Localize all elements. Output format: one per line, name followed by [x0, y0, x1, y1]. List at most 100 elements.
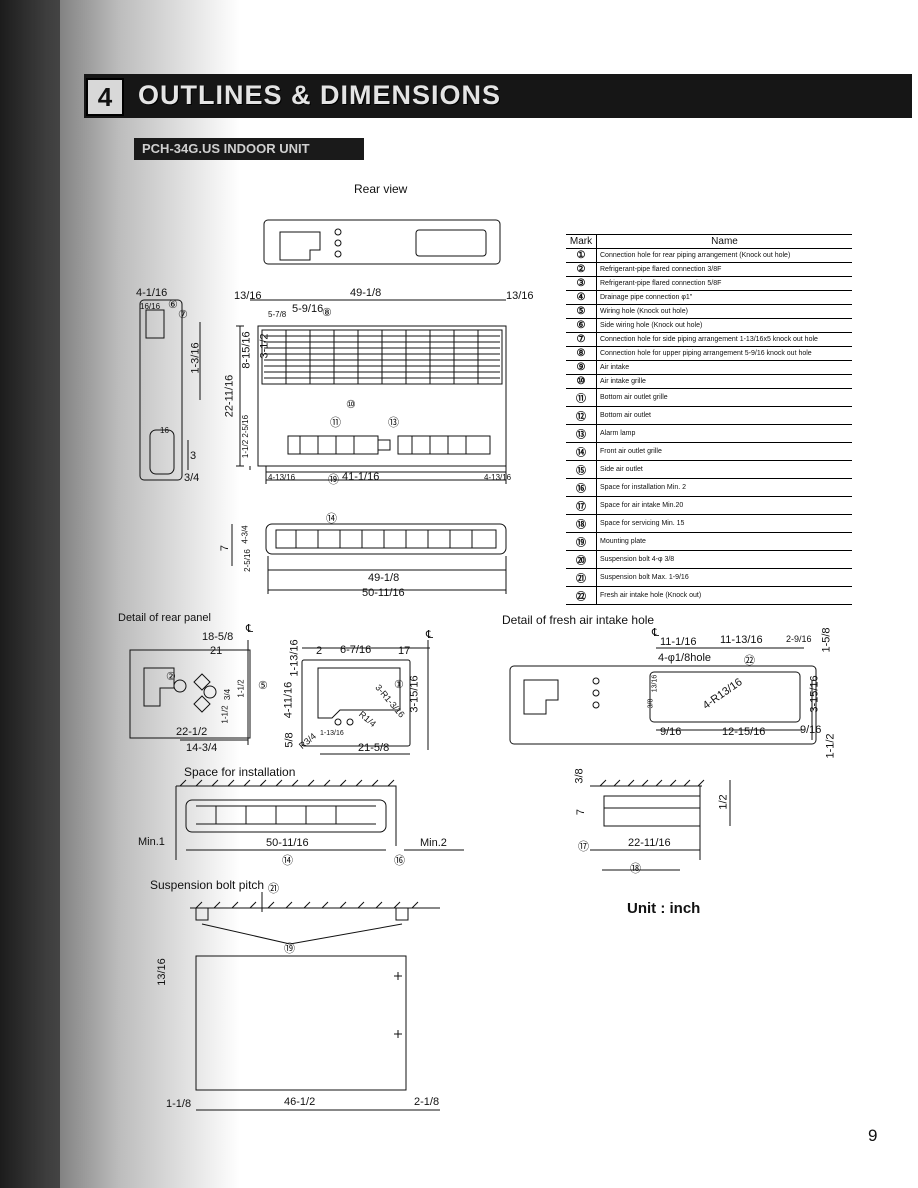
dim-install-min1: Min.1: [138, 836, 165, 848]
mark-5-panel: ⑤: [258, 680, 268, 692]
dim-fresh-3-15-16: 3-15/16: [808, 675, 821, 713]
front-view: [231, 523, 507, 594]
legend-mark: ⑩: [566, 374, 597, 389]
dim-panel-1-13-16: 1-13/16: [288, 639, 301, 677]
legend-name: Air intake grille: [596, 374, 852, 389]
fresh-air-title: Detail of fresh air intake hole: [502, 613, 655, 627]
mark-17-side: ⑰: [578, 841, 589, 853]
legend-name: Air intake: [596, 360, 852, 375]
dim-rear-bottom-offset: 1-1/2 2-5/16: [241, 414, 251, 459]
dim-suspension-46-1-2: 46-1/2: [284, 1096, 316, 1108]
dim-rear-right: 13/16: [506, 290, 534, 302]
mark-22-fresh: ㉒: [744, 655, 755, 667]
dim-panel-2: 2: [316, 645, 323, 657]
dim-suspension-13-16: 13/16: [155, 958, 168, 986]
rear-panel-title: Detail of rear panel: [118, 612, 211, 624]
dim-side-3: 3: [190, 450, 197, 462]
legend-mark: ⑯: [566, 478, 597, 497]
legend-name: Space for air intake Min.20: [596, 496, 852, 515]
dim-fresh-1-5-8: 1-5/8: [820, 627, 833, 653]
dim-rear-bottom-width: 41-1/16: [342, 471, 380, 483]
centerline-mark-center: ℄: [426, 629, 434, 641]
legend-name: Alarm lamp: [596, 424, 852, 443]
legend-name: Bottom air outlet grille: [596, 388, 852, 407]
dim-side-16: 16: [160, 426, 169, 435]
legend-mark: ⑥: [566, 318, 597, 333]
rear-view-title: Rear view: [354, 182, 408, 196]
legend-mark: ⑦: [566, 332, 597, 347]
legend-mark: ⑨: [566, 360, 597, 375]
legend-mark: ⑧: [566, 346, 597, 361]
mark-14-front: ⑭: [326, 513, 337, 525]
legend-name: Side air outlet: [596, 460, 852, 479]
legend-mark: ⑰: [566, 496, 597, 515]
dim-side-space-1-2: 1/2: [717, 794, 730, 810]
suspension-bolt-pitch: [190, 892, 440, 1111]
fresh-air-detail: [509, 647, 817, 745]
legend-mark: ③: [566, 276, 597, 291]
dim-fresh-3-8: 3/8: [647, 698, 655, 709]
dim-fresh-12-15-16: 12-15/16: [722, 726, 766, 738]
dim-fresh-11-13-16: 11-13/16: [720, 634, 763, 646]
dim-rear-3-1-2: 3-1/2: [258, 333, 271, 359]
dim-fresh-11-1-16: 11-1/16: [660, 636, 697, 648]
rear-view-top-plate: [263, 219, 501, 265]
dim-panel-6-7-16: 6-7/16: [340, 644, 372, 656]
dim-front-4-3-4: 4-3/4: [240, 525, 250, 544]
dim-side-space-3-8: 3/8: [573, 768, 586, 784]
legend-mark: ⑮: [566, 460, 597, 479]
mark-14-install: ⑭: [282, 855, 293, 867]
dim-panel-5-8: 5/8: [283, 732, 296, 748]
unit-note: Unit : inch: [627, 900, 701, 917]
dim-side-3-4: 3/4: [184, 472, 200, 484]
dim-panel-21-5-8: 21-5/8: [358, 742, 390, 754]
dim-panel-17: 17: [398, 645, 411, 657]
centerline-mark-fresh: ℄: [652, 627, 660, 639]
legend-name: Mounting plate: [596, 532, 852, 551]
dim-front-2-5-16: 2-5/16: [242, 549, 252, 572]
legend-mark: ⑪: [566, 388, 597, 407]
dim-install-width: 50-11/16: [266, 837, 309, 849]
legend-header-row: Mark Name: [566, 234, 852, 249]
dim-side-1-3-16: 1-3/16: [189, 342, 202, 374]
legend-mark: ②: [566, 262, 597, 277]
side-space: [590, 779, 731, 871]
legend-name: Connection hole for side piping arrangem…: [596, 332, 852, 347]
legend-mark: ⑱: [566, 514, 597, 533]
legend-mark: ⑤: [566, 304, 597, 319]
mark-21-suspension: ㉑: [268, 883, 279, 895]
dim-install-min2: Min.2: [420, 837, 447, 849]
dim-panel-18-5-8: 18-5/8: [202, 631, 234, 643]
mark-7-side: ⑦: [178, 309, 188, 321]
dim-panel-1-1-2-a: 1-1/2: [236, 679, 246, 698]
mark-13-rear: ⑬: [388, 417, 399, 429]
rear-panel-detail: [129, 640, 251, 745]
dim-rear-bottom-left: 4-13/16: [268, 473, 296, 482]
legend-mark: ⑳: [566, 550, 597, 569]
dim-panel-4-11-16: 4-11/16: [282, 681, 295, 719]
legend-name: Space for servicing Min. 15: [596, 514, 852, 533]
dim-upper-hole: 5-9/16: [292, 303, 324, 315]
legend-name: Drainage pipe connection φ1": [596, 290, 852, 305]
model-title: PCH-34G.US INDOOR UNIT: [134, 138, 364, 160]
legend-name: Side wiring hole (Knock out hole): [596, 318, 852, 333]
rear-panel-center-detail: [301, 640, 430, 755]
suspension-title: Suspension bolt pitch: [150, 878, 265, 892]
dim-fresh-2-9-16: 2-9/16: [786, 634, 812, 644]
dim-side-top: 4-1/16: [136, 287, 168, 299]
legend-mark: ⑲: [566, 532, 597, 551]
dim-suspension-1-1-8: 1-1/8: [166, 1098, 192, 1110]
legend-name: Fresh air intake hole (Knock out): [596, 586, 852, 605]
dim-panel-3-15-16: 3-15/16: [408, 675, 421, 713]
